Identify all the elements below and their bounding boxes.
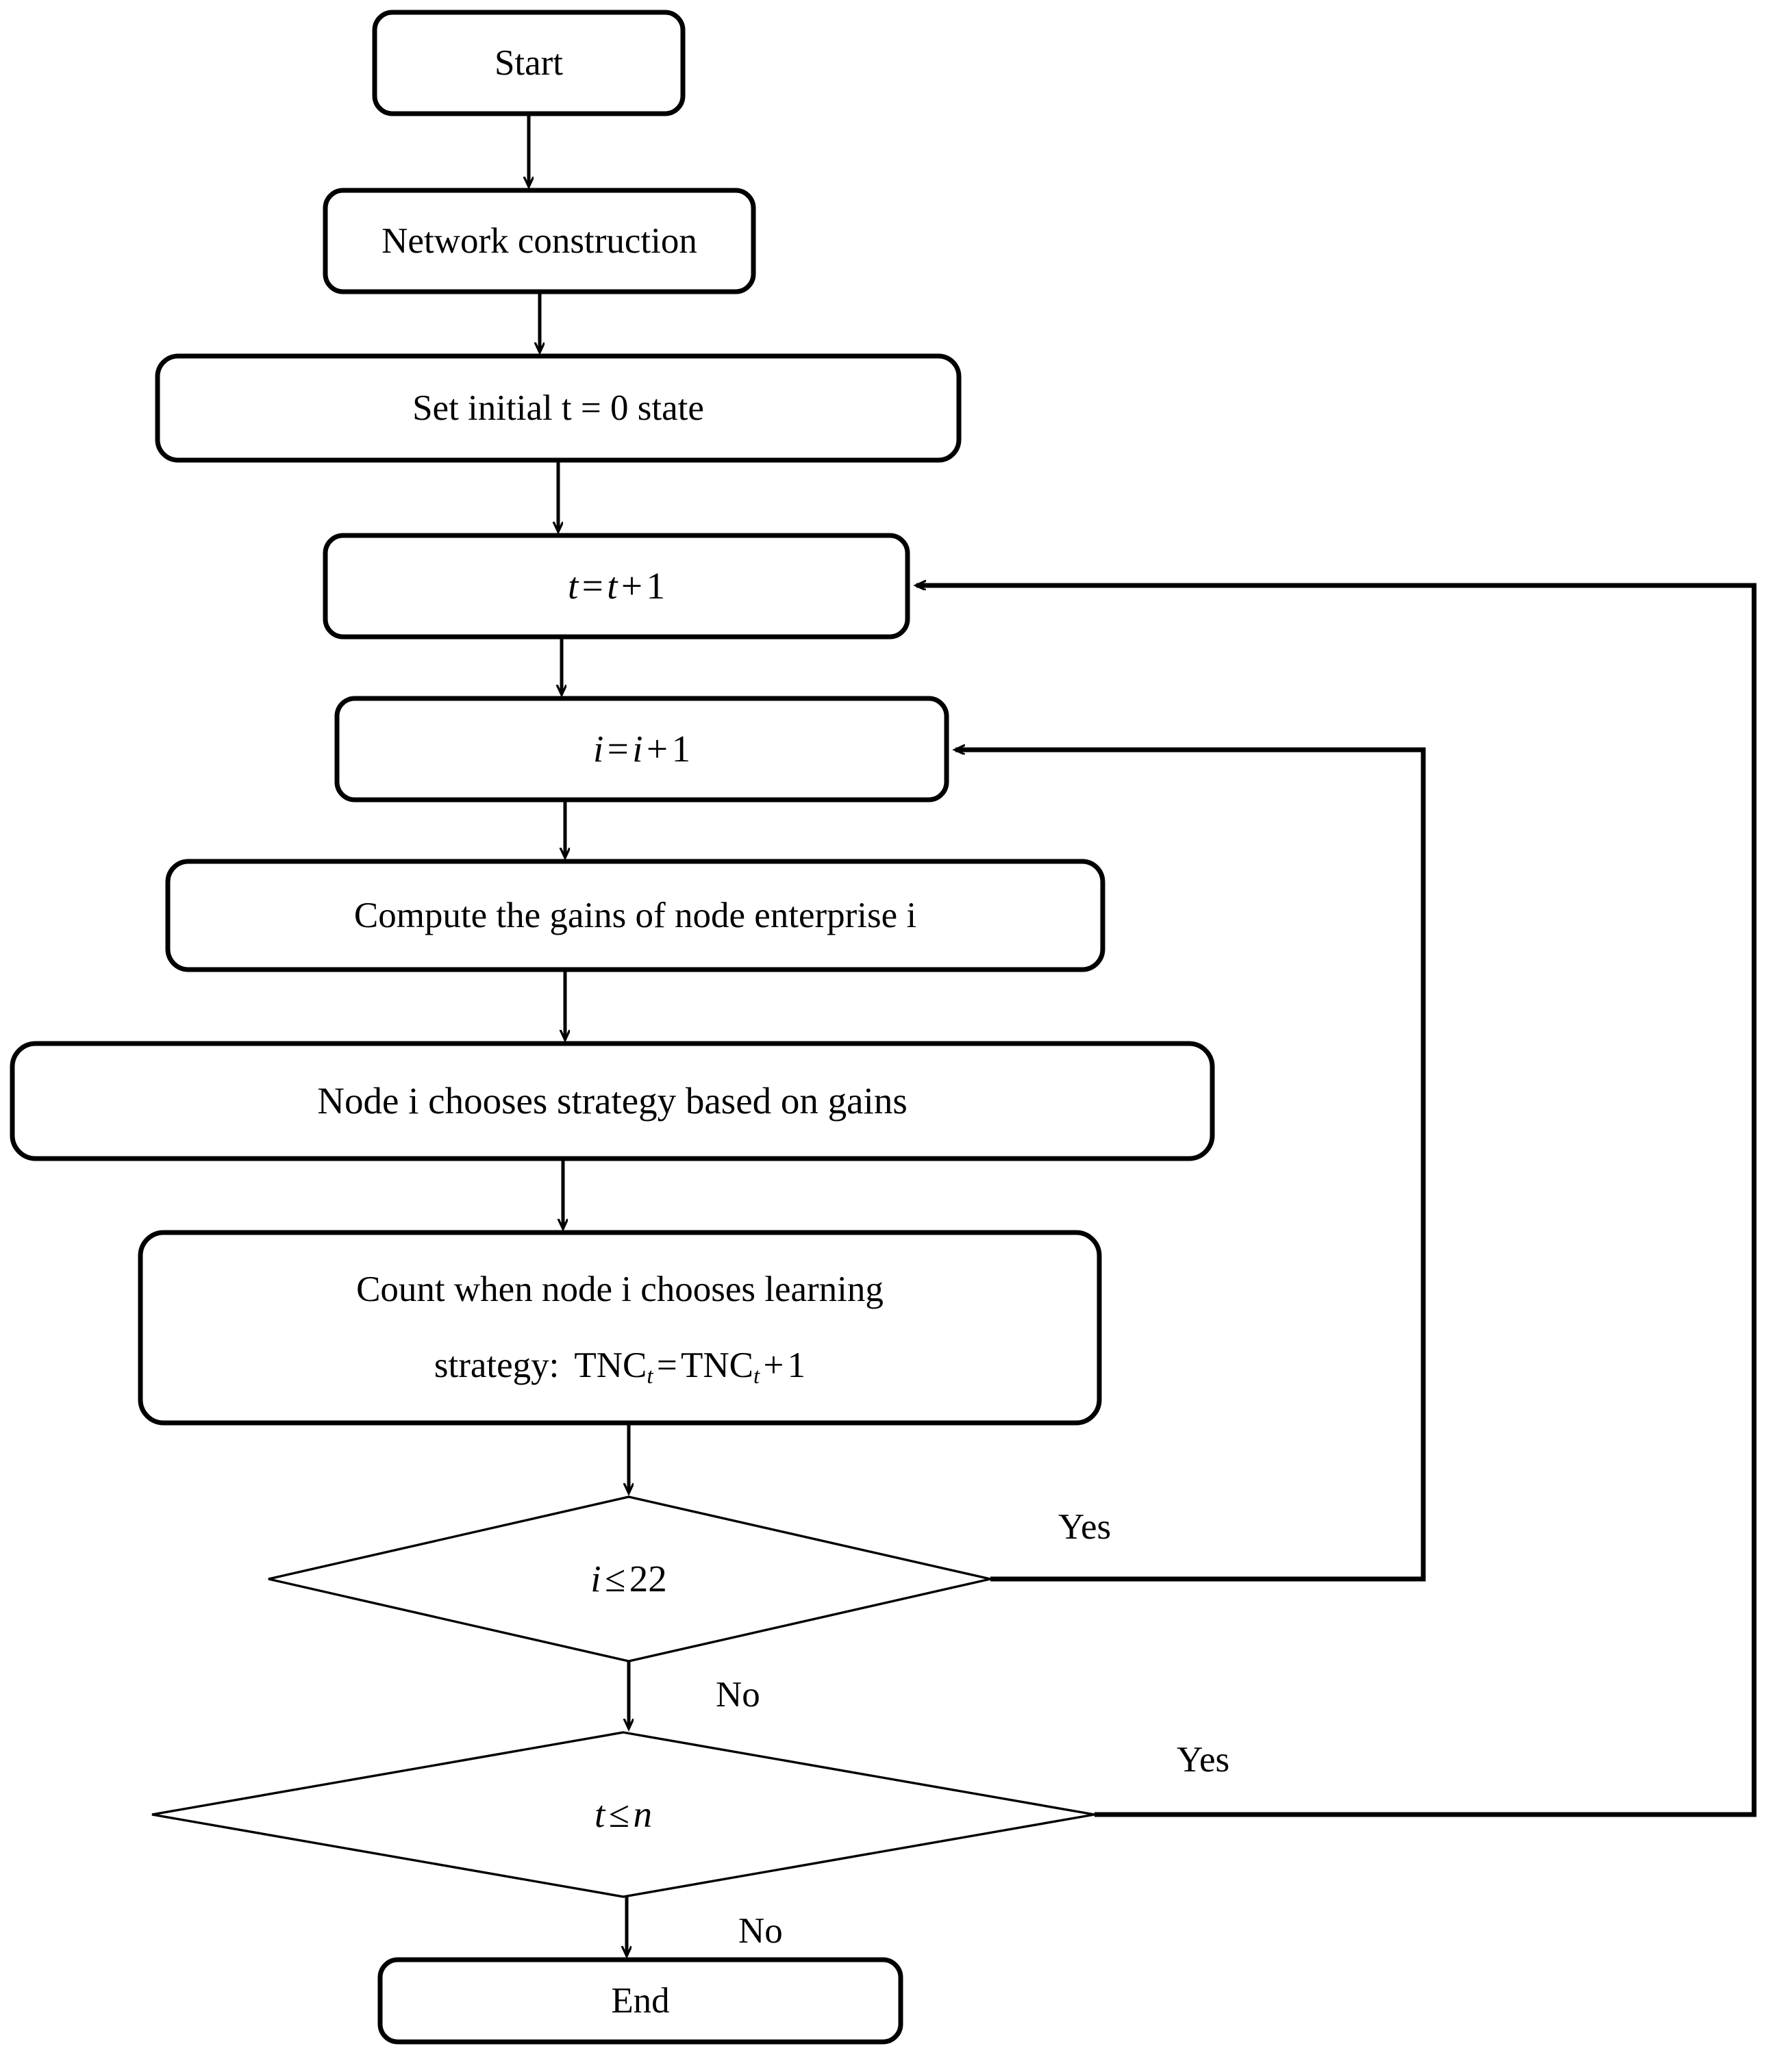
- edge-loop-inner-decision-i-yes: [955, 750, 1426, 1582]
- node-i-increment-shape[interactable]: [334, 696, 949, 803]
- node-start-shape[interactable]: [372, 10, 686, 116]
- node-end-shape[interactable]: [377, 1957, 903, 2045]
- node-decision-t-shape[interactable]: [151, 1731, 1095, 1898]
- edge-label-decision-t-yes: Yes: [1177, 1740, 1230, 1780]
- edge-loop-outer-decision-t-yes: [916, 585, 1757, 1817]
- edge-label-decision-i-yes: Yes: [1058, 1507, 1112, 1547]
- node-compute-shape[interactable]: [165, 859, 1105, 972]
- edge-label-decision-t-no: No: [738, 1911, 783, 1951]
- node-count-shape[interactable]: [138, 1230, 1102, 1426]
- node-network-shape[interactable]: [323, 188, 756, 294]
- edge-label-decision-i-no: No: [716, 1675, 760, 1715]
- node-choose-shape[interactable]: [10, 1041, 1215, 1161]
- node-init-shape[interactable]: [155, 353, 962, 463]
- node-t-increment-shape[interactable]: [323, 533, 910, 640]
- node-decision-i-shape[interactable]: [268, 1495, 991, 1663]
